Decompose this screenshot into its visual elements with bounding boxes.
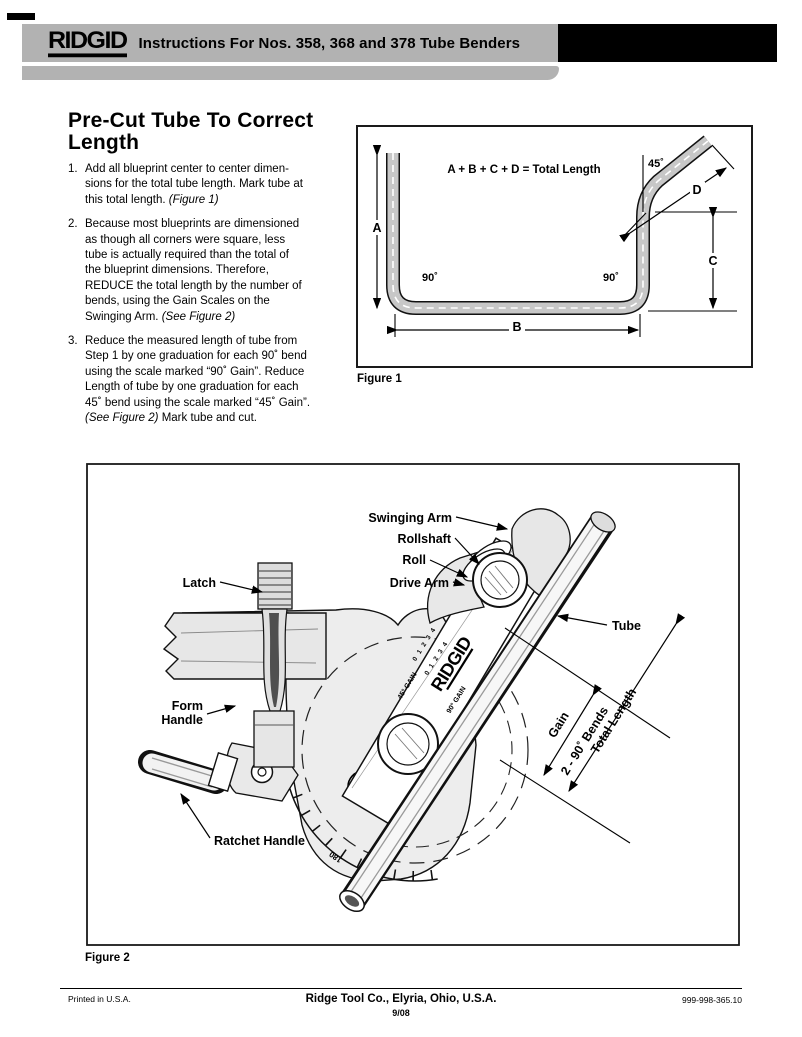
step3-text: Reduce the measured length of tube from … bbox=[85, 335, 311, 409]
measurement-arrows bbox=[543, 613, 686, 793]
figure1-diagram: A + B + C + D = Total Length 45˚ 90˚ 90˚… bbox=[356, 125, 753, 368]
figure2-diagram: 180 135 RIDGID bbox=[86, 463, 740, 946]
printed-in-note: Printed in U.S.A. bbox=[68, 994, 131, 1004]
list-item: 2. Because most blueprints are dimension… bbox=[68, 217, 344, 325]
footer-rule bbox=[60, 988, 742, 989]
list-item-text: Add all blueprint center to center dimen… bbox=[85, 162, 344, 208]
header-accent-bar bbox=[22, 66, 559, 80]
step2-text: Because most blueprints are dimensioned … bbox=[85, 218, 302, 323]
tube-label: Tube bbox=[612, 619, 641, 633]
dim-d-label: D bbox=[692, 183, 701, 197]
header-black-block bbox=[558, 24, 777, 62]
scan-corner-mark bbox=[7, 13, 35, 20]
list-item-number: 1. bbox=[68, 163, 78, 175]
angle-45-label: 45˚ bbox=[648, 158, 664, 170]
ratchet-handle-part bbox=[138, 750, 239, 794]
form-handle-part bbox=[162, 612, 327, 680]
latch-label: Latch bbox=[183, 576, 216, 590]
arm-hub-roll bbox=[377, 713, 439, 775]
form-handle-label-line2: Handle bbox=[161, 713, 203, 727]
figure2-svg: 180 135 RIDGID bbox=[86, 463, 740, 946]
dim-c-bg bbox=[705, 253, 721, 268]
step1-figure-ref: (Figure 1) bbox=[168, 193, 219, 206]
step1-text: Add all blueprint center to center dimen… bbox=[85, 163, 303, 206]
figure1-caption: Figure 1 bbox=[357, 373, 402, 385]
dim-b-bg bbox=[509, 319, 525, 334]
angle-90-right-label: 90˚ bbox=[603, 272, 619, 284]
header-bar: RIDGID Instructions For Nos. 358, 368 an… bbox=[22, 24, 558, 62]
step3-tail: Mark tube and cut. bbox=[158, 412, 257, 425]
figure1-svg: A + B + C + D = Total Length 45˚ 90˚ 90˚… bbox=[356, 125, 753, 368]
list-item-text: Reduce the measured length of tube from … bbox=[85, 334, 344, 426]
roll-label: Roll bbox=[402, 553, 426, 567]
angle-90-left-label: 90˚ bbox=[422, 272, 438, 284]
figure2-caption: Figure 2 bbox=[85, 952, 130, 964]
list-item-number: 2. bbox=[68, 218, 78, 231]
tube-drawing bbox=[339, 511, 616, 913]
figure2-border bbox=[86, 463, 740, 946]
total-length-equation: A + B + C + D = Total Length bbox=[447, 164, 600, 176]
rollshaft-label: Rollshaft bbox=[398, 532, 452, 546]
form-handle-label-line1: Form bbox=[172, 699, 203, 713]
dim-a-bg bbox=[369, 220, 385, 235]
roll-part bbox=[472, 552, 528, 608]
ridgid-logo: RIDGID bbox=[48, 28, 128, 58]
leader-arrows bbox=[180, 516, 608, 839]
latch-part bbox=[253, 562, 295, 768]
section-heading: Pre-Cut Tube To Correct Length bbox=[68, 109, 314, 154]
swinging-arm-label: Swinging Arm bbox=[368, 511, 452, 525]
ratchet-handle-label: Ratchet Handle bbox=[214, 834, 305, 848]
list-item-number: 3. bbox=[68, 335, 78, 348]
list-item: 3. Reduce the measured length of tube fr… bbox=[68, 334, 344, 426]
figure1-border bbox=[356, 125, 753, 368]
dim-b-label: B bbox=[512, 320, 521, 334]
document-title: Instructions For Nos. 358, 368 and 378 T… bbox=[138, 34, 521, 52]
list-item-text: Because most blueprints are dimensioned … bbox=[85, 217, 344, 325]
company-line: Ridge Tool Co., Elyria, Ohio, U.S.A. bbox=[305, 993, 497, 1005]
dim-a-label: A bbox=[372, 221, 381, 235]
drive-arm-label: Drive Arm bbox=[390, 576, 449, 590]
step3-figure-ref: (See Figure 2) bbox=[85, 412, 159, 425]
instructions-column: Pre-Cut Tube To Correct Length 1. Add al… bbox=[68, 110, 344, 436]
date-code: 9/08 bbox=[392, 1008, 410, 1018]
document-number: 999-998-365.10 bbox=[681, 995, 742, 1005]
step2-figure-ref: (See Figure 2) bbox=[161, 310, 236, 323]
dim-d-bg bbox=[690, 182, 705, 197]
dim-c-label: C bbox=[708, 254, 717, 268]
list-item: 1. Add all blueprint center to center di… bbox=[68, 162, 344, 208]
